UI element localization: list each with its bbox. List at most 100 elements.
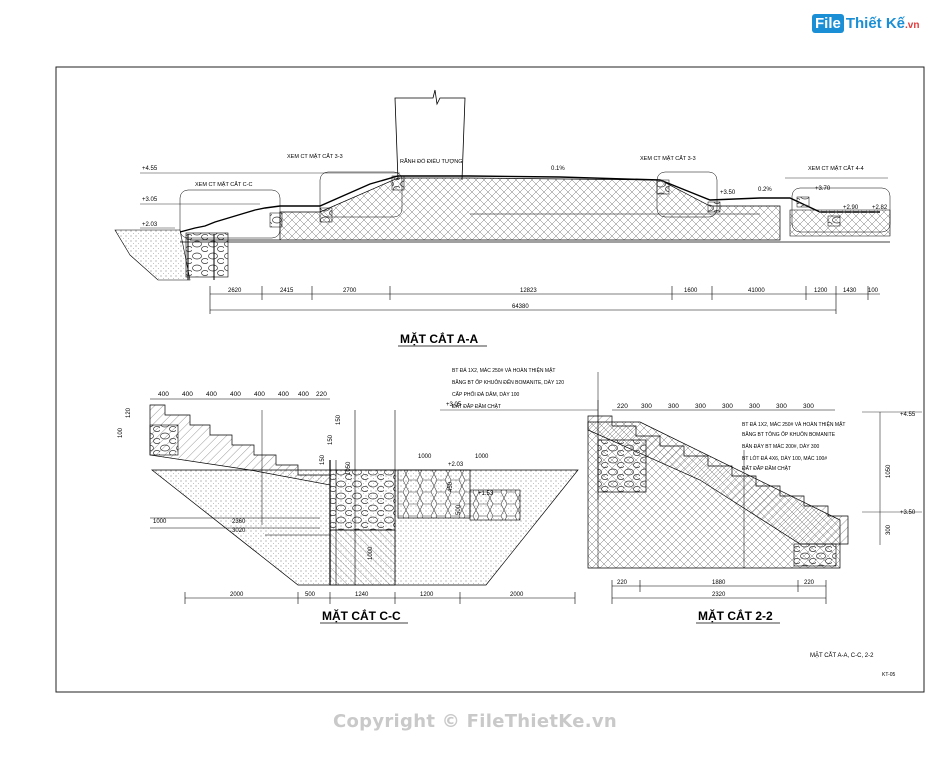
aa-dim-7: 1200 (814, 288, 828, 294)
cc-top-dim-8: 220 (316, 391, 327, 398)
s22-right-dim-1: 1050 (886, 464, 892, 478)
cc-top-dim-3: 400 (206, 391, 217, 398)
cc-note-1: BT ĐÁ 1X2, MÁC 250# VÀ HOÀN THIỆN MẶT (452, 366, 555, 374)
cc-side-dim-5: 150 (320, 454, 326, 465)
aa-level-1: +4.55 (142, 166, 158, 172)
s22-stone-block (597, 439, 647, 493)
cc-top-dim-4: 400 (230, 391, 241, 398)
s22-top-dim-4: 300 (695, 403, 706, 410)
cc-inner-dim-2: 1000 (475, 454, 489, 460)
s22-top-dim-8: 300 (803, 403, 814, 410)
drawing-frame (55, 66, 925, 693)
s22-note-1: BT ĐÁ 1X2, MÁC 250# VÀ HOÀN THIỆN MẶT (742, 420, 845, 428)
aa-note-1: XEM CT MẶT CẮT 3-3 (287, 152, 343, 160)
cc-bottom-dim-1: 2000 (230, 592, 244, 598)
ground-left (114, 229, 191, 281)
s22-note-2: BẰNG BT TÔNG ỐP KHUÔN BOMANITE (742, 430, 836, 438)
aa-title: MẶT CẮT A-A (400, 331, 479, 346)
cc-bottom-dim-3: 1240 (355, 592, 369, 598)
cc-inner-dim-1: 1000 (418, 454, 432, 460)
monument-outline (394, 89, 466, 181)
s22-top-dim-2: 300 (641, 403, 652, 410)
s22-right-dim-2: 300 (886, 524, 892, 535)
cc-top-dim-2: 400 (182, 391, 193, 398)
aa-dim-3: 2700 (343, 288, 357, 294)
aa-level-7: +2.82 (872, 205, 888, 211)
cc-inner-dim-6: 500 (456, 504, 462, 515)
cc-side-dim-3: 150 (336, 414, 342, 425)
s22-level-1: +4.55 (900, 412, 916, 418)
cc-inner-dim-3: 2360 (232, 519, 246, 525)
cc-bottom-dim-5: 2000 (510, 592, 524, 598)
cc-note-4: ĐẤT ĐẮP ĐẦM CHẶT (452, 402, 501, 410)
cc-level-2: +2.03 (448, 462, 464, 468)
sheet-title: MẶT CẮT A-A, C-C, 2-2 (810, 651, 874, 659)
aa-note-3: XEM CT MẶT CẮT 3-3 (640, 154, 696, 162)
aa-level-2: +3.05 (142, 197, 158, 203)
cc-top-dim-7: 400 (298, 391, 309, 398)
cc-bottom-dim-4: 1200 (420, 592, 434, 598)
sheet-code: KT-05 (882, 672, 896, 678)
aa-level-3: +2.03 (142, 222, 158, 228)
cc-level-1: +3.05 (446, 402, 462, 408)
surface-line (179, 175, 880, 233)
copyright-watermark: Copyright © FileThietKe.vn (332, 711, 618, 732)
aa-dim-6: 41000 (748, 288, 765, 294)
aa-note-4: XEM CT MẶT CẮT 4-4 (808, 164, 864, 172)
cc-side-dim-2: 120 (126, 407, 132, 418)
aa-level-5: +3.70 (815, 186, 831, 192)
logo-name: Thiết Kế (845, 15, 906, 32)
aa-slope-1: 0.1% (551, 166, 565, 172)
s22-top-dim-7: 300 (776, 403, 787, 410)
cc-inner-dim-4: 3020 (232, 528, 246, 534)
cc-note-2: BẰNG BT ỐP KHUÔN ĐẾN BOMANITE, DÀY 120 (452, 378, 564, 386)
cc-side-dim-6: 1050 (346, 461, 352, 475)
cc-stone-block (149, 424, 179, 456)
cc-inner-dim-7: 450 (448, 481, 454, 492)
aa-dim-8: 1430 (843, 288, 857, 294)
cc-bottom-dim-2: 500 (305, 592, 316, 598)
aa-note-5: XEM CT MẶT CẮT C-C (195, 180, 252, 188)
cc-title: MẶT CẮT C-C (322, 608, 401, 623)
cc-side-dim-4: 150 (328, 434, 334, 445)
cc-level-3: +1.53 (478, 491, 494, 497)
aa-slope-2: 0.2% (758, 187, 772, 193)
s22-top-dim-3: 300 (668, 403, 679, 410)
aa-dim-2: 2415 (280, 288, 294, 294)
aa-note-2: RÃNH ĐỔ ĐIỂU TƯỢNG (400, 158, 462, 165)
s22-note-3: BẢN ĐÁY BT MÁC 200#, DÀY 300 (742, 443, 819, 450)
s22-total: 2320 (712, 592, 726, 598)
s22-note-4: BT LÓT ĐÁ 4X6, DÀY 100, MÁC 100# (742, 455, 827, 462)
aa-level-6: +2.90 (843, 205, 859, 211)
s22-top-dim-6: 300 (749, 403, 760, 410)
cc-top-dim-5: 400 (254, 391, 265, 398)
cc-hex-mesh (397, 469, 471, 519)
logo-file: File (812, 14, 844, 33)
aa-dim-5: 1600 (684, 288, 698, 294)
aa-dim-total: 64380 (512, 304, 529, 310)
cc-top-dim-1: 400 (158, 391, 169, 398)
s22-bottom-dim-1: 220 (617, 580, 628, 586)
s22-note-5: ĐẤT ĐẮP ĐẦM CHẶT (742, 464, 791, 472)
section-cc: 400 400 400 400 400 400 400 220 BT ĐÁ 1X… (118, 366, 599, 624)
cc-inner-dim-5: 1000 (368, 546, 374, 560)
s22-top-dim-5: 300 (722, 403, 733, 410)
aa-dim-1: 2620 (228, 288, 242, 294)
cc-note-3: CẤP PHỐI ĐÁ DĂM, DÀY 100 (452, 391, 520, 398)
logo-tld: .vn (905, 20, 920, 31)
s22-bottom-dim-3: 220 (804, 580, 815, 586)
cc-top-dim-6: 400 (278, 391, 289, 398)
s22-title: MẶT CẮT 2-2 (698, 608, 773, 623)
cc-inner-dim-8: 1000 (153, 519, 167, 525)
s22-bottom-dim-2: 1880 (712, 580, 726, 586)
s22-steps (587, 415, 849, 545)
s22-level-2: +3.50 (900, 510, 916, 516)
stone-wall-left (185, 232, 229, 278)
s22-top-dim-1: 220 (617, 403, 628, 410)
aa-level-4: +3.50 (720, 190, 736, 196)
aa-dim-9: 100 (868, 288, 879, 294)
aa-dim-4: 12823 (520, 288, 537, 294)
cc-gabion (329, 469, 396, 531)
